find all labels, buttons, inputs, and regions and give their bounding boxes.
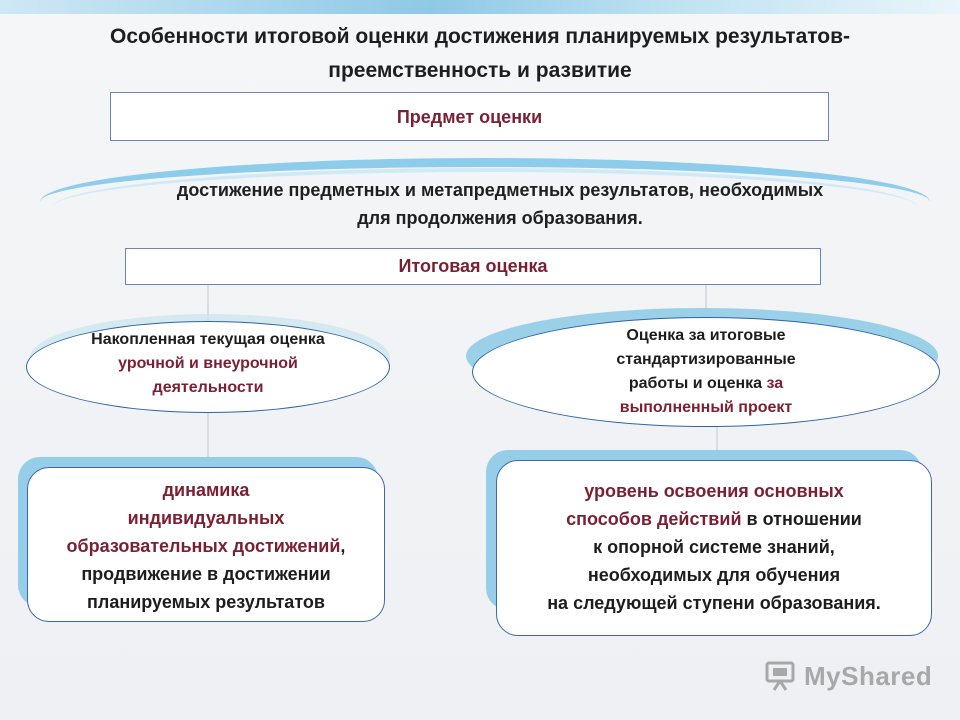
slide-title: Особенности итоговой оценки достижения п… [20, 20, 940, 88]
ellipse-right-line-3-red: за [766, 375, 784, 392]
ellipse-left-line-3: деятельности [152, 379, 264, 396]
ellipse-right-line-3: работы и оценка за [473, 372, 939, 396]
achievement-line-2: для продолжения образования. [357, 208, 643, 228]
box-right-line-4: необходимых для обучения [587, 565, 841, 585]
myshared-watermark: MyShared [764, 654, 932, 698]
box-right-line-1: уровень освоения основных [584, 481, 844, 501]
box-left-line-3-comma: , [340, 536, 346, 556]
box-left-line-4: продвижение в достижении [81, 564, 331, 584]
connector-right [705, 285, 707, 309]
final-assessment-label: Итоговая оценка [398, 256, 548, 276]
ellipse-right-line-3-dark: работы и оценка [628, 375, 767, 392]
arc-ribbon-decor [40, 158, 930, 202]
ellipse-left-line-2: урочной и внеурочной [118, 355, 298, 372]
box-left-line-3: образовательных достижений, [28, 532, 384, 560]
ellipse-right-line-1: Оценка за итоговые [626, 327, 786, 344]
box-right-line-2: способов действий в отношении [497, 505, 931, 533]
mastery-level-box: уровень освоения основных способов дейст… [496, 460, 932, 636]
achievement-line-1: достижение предметных и метапредметных р… [176, 180, 824, 200]
accumulated-assessment-ellipse: Накопленная текущая оценка урочной и вне… [26, 321, 390, 413]
box-right-line-3: к опорной системе знаний, [593, 537, 835, 557]
presentation-board-icon [765, 661, 795, 691]
subject-of-assessment-box: Предмет оценки [110, 92, 829, 141]
final-works-assessment-ellipse: Оценка за итоговые стандартизированные р… [472, 317, 940, 427]
dynamics-box: динамика индивидуальных образовательных … [27, 467, 385, 622]
title-line-2: преемственность и развитие [328, 59, 632, 82]
connector-left-lower [207, 413, 209, 457]
connector-left [207, 285, 209, 321]
box-right-line-2-red: способов действий [566, 509, 742, 529]
subject-of-assessment-label: Предмет оценки [396, 107, 543, 127]
final-assessment-box: Итоговая оценка [125, 248, 821, 285]
box-left-line-3-red: образовательных достижений [66, 536, 341, 556]
box-right-line-5: на следующей ступени образования. [547, 593, 881, 613]
ellipse-right-line-4: выполненный проект [619, 399, 793, 416]
title-line-1: Особенности итоговой оценки достижения п… [109, 25, 850, 48]
box-left-line-2: индивидуальных [127, 508, 285, 528]
watermark-text: MyShared [804, 660, 933, 691]
box-right-line-2-dark: в отношении [741, 509, 862, 529]
connector-right-lower [716, 427, 718, 451]
ellipse-left-line-1: Накопленная текущая оценка [91, 331, 325, 348]
ellipse-right-line-2: стандартизированные [616, 351, 796, 368]
box-left-line-5: планируемых результатов [87, 592, 325, 612]
box-left-line-1: динамика [162, 480, 250, 500]
arc-ribbon-highlight [52, 168, 918, 208]
achievement-description: достижение предметных и метапредметных р… [55, 176, 945, 232]
top-decor-band [0, 0, 960, 14]
